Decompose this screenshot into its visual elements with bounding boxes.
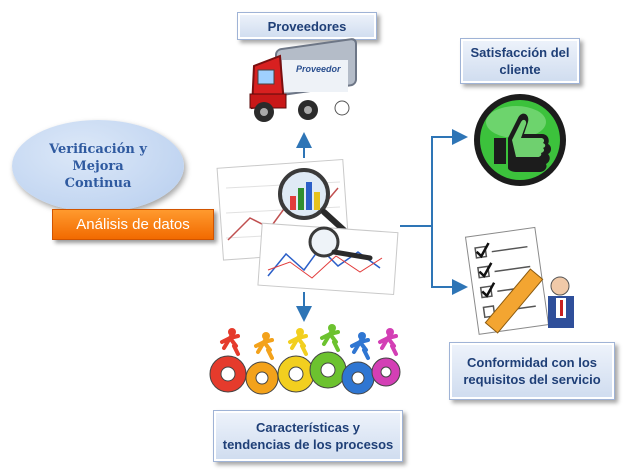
verificacion-label: Verificación y Mejora Continua [49, 141, 147, 191]
charts-magnifier-icon [216, 158, 399, 296]
arrow-to-satisfaccion [431, 129, 468, 226]
satisfaccion-box: Satisfacción del cliente [460, 38, 580, 84]
proveedores-box: Proveedores [237, 12, 377, 40]
analisis-label: Análisis de datos [76, 216, 190, 233]
thumbs-up-icon [474, 94, 566, 186]
truck-icon: Proveedor [249, 38, 357, 122]
conformidad-box: Conformidad con los requisitos del servi… [449, 342, 615, 400]
caracteristicas-box: Características y tendencias de los proc… [213, 410, 403, 462]
conformidad-label: Conformidad con los requisitos del servi… [463, 355, 601, 387]
satisfaccion-label: Satisfacción del cliente [470, 45, 570, 77]
verificacion-ellipse: Verificación y Mejora Continua [12, 120, 184, 212]
caracteristicas-label: Características y tendencias de los proc… [222, 420, 394, 452]
checklist-pencil-icon [464, 226, 574, 335]
analisis-box: Análisis de datos [52, 209, 214, 240]
arrow-to-conformidad [431, 226, 468, 295]
proveedores-label: Proveedores [267, 18, 347, 34]
gears-runners-icon [209, 324, 401, 395]
truck-sign-text: Proveedor [296, 64, 341, 74]
